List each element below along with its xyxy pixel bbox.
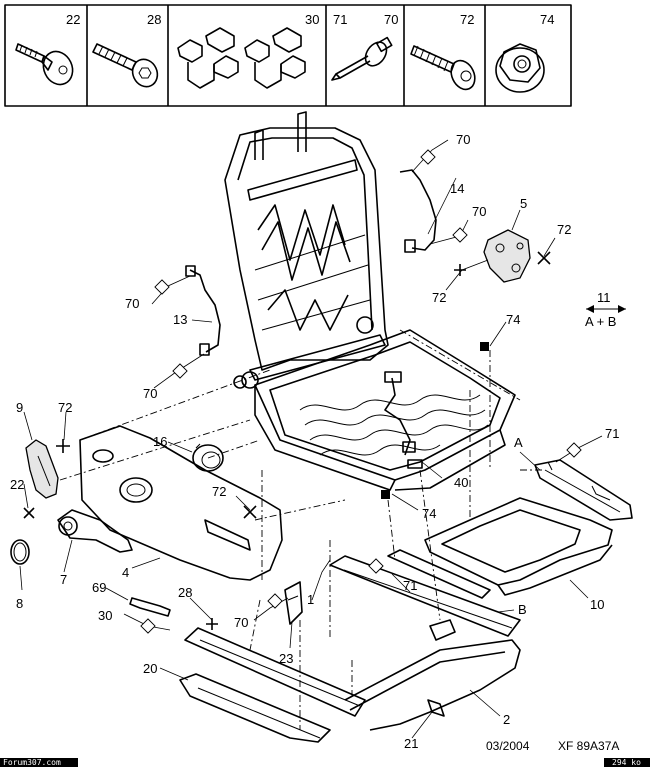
- plate-40: [407, 459, 423, 469]
- label-69: 69: [92, 580, 106, 595]
- header-ref-72: 72: [460, 12, 474, 27]
- bracket-69: [129, 597, 171, 617]
- label-70: 70: [234, 615, 248, 630]
- header-ref-22: 22: [66, 12, 80, 27]
- label-9: 9: [16, 400, 23, 415]
- lifter-tube: [344, 619, 521, 731]
- clip-pair-icon: [177, 27, 306, 89]
- header-ref-74: 74: [540, 12, 554, 27]
- label-16: 16: [153, 434, 167, 449]
- construction-lines: [59, 329, 545, 730]
- adjust-knob: [192, 443, 224, 472]
- label-21: 21: [404, 736, 418, 751]
- slide-rail-right: [329, 549, 521, 637]
- cushion-pan: [424, 497, 613, 596]
- label-b: B: [518, 602, 527, 617]
- label-4: 4: [122, 565, 129, 580]
- label-74: 74: [422, 506, 436, 521]
- label-1: 1: [307, 592, 314, 607]
- label-71: 71: [403, 578, 417, 593]
- label-a-plus-b: A + B: [585, 314, 616, 329]
- cable-13: [185, 265, 221, 356]
- label-5: 5: [520, 196, 527, 211]
- label-22: 22: [10, 477, 24, 492]
- double-arrow-icon: [586, 305, 626, 313]
- label-20: 20: [143, 661, 157, 676]
- bracket-23: [284, 581, 303, 625]
- reference-diamonds: [140, 149, 582, 634]
- rivet-icon: [331, 36, 393, 81]
- label-a: A: [514, 435, 523, 450]
- seat-back-frame: [224, 111, 389, 389]
- label-72: 72: [432, 290, 446, 305]
- footer-drawing-ref: XF 89A37A: [558, 739, 619, 753]
- recliner-lever: [25, 439, 59, 499]
- label-40: 40: [454, 475, 468, 490]
- slide-rail-left: [179, 627, 366, 743]
- header-ref-30: 30: [305, 12, 319, 27]
- label-70: 70: [472, 204, 486, 219]
- label-72: 72: [557, 222, 571, 237]
- pivot-arm: [57, 509, 133, 553]
- label-72: 72: [212, 484, 226, 499]
- shoulder-screw-icon: [15, 43, 74, 86]
- side-trim-panel: [79, 425, 283, 581]
- parts-header-table: 22 28 30 71 70 72 74: [4, 4, 572, 107]
- label-8: 8: [16, 596, 23, 611]
- crosses: [23, 251, 551, 630]
- footer-site: Forum307.com: [3, 758, 61, 767]
- header-ref-71: 71: [333, 12, 347, 27]
- label-71: 71: [605, 426, 619, 441]
- hex-socket-bolt-icon: [92, 43, 159, 88]
- header-ref-28: 28: [147, 12, 161, 27]
- label-72: 72: [58, 400, 72, 415]
- label-23: 23: [279, 651, 293, 666]
- label-28: 28: [178, 585, 192, 600]
- label-74: 74: [506, 312, 520, 327]
- label-70: 70: [125, 296, 139, 311]
- leaders: [19, 139, 603, 739]
- flange-nut-icon: [495, 43, 545, 93]
- label-14: 14: [450, 181, 464, 196]
- footer-file-size: 294 ko: [612, 758, 641, 767]
- footer: 03/2004 XF 89A37A Forum307.com 294 ko: [0, 739, 650, 767]
- label-11: 11: [597, 290, 611, 305]
- label-2: 2: [503, 712, 510, 727]
- seat-cushion-frame: [233, 329, 516, 491]
- rail-a: [534, 459, 633, 521]
- cable-14: [399, 169, 437, 253]
- mechanism-plate: [483, 229, 531, 283]
- label-7: 7: [60, 572, 67, 587]
- label-30: 30: [98, 608, 112, 623]
- self-tapping-screw-icon: [410, 45, 476, 91]
- spring-ring: [10, 539, 30, 565]
- label-10: 10: [590, 597, 604, 612]
- footer-date: 03/2004: [486, 739, 530, 753]
- label-70: 70: [143, 386, 157, 401]
- callout-labels: 70 14 70 5 72 72 11 A + B 70 13 70 74 9 …: [10, 132, 619, 751]
- label-70: 70: [456, 132, 470, 147]
- header-ref-70: 70: [384, 12, 398, 27]
- label-13: 13: [173, 312, 187, 327]
